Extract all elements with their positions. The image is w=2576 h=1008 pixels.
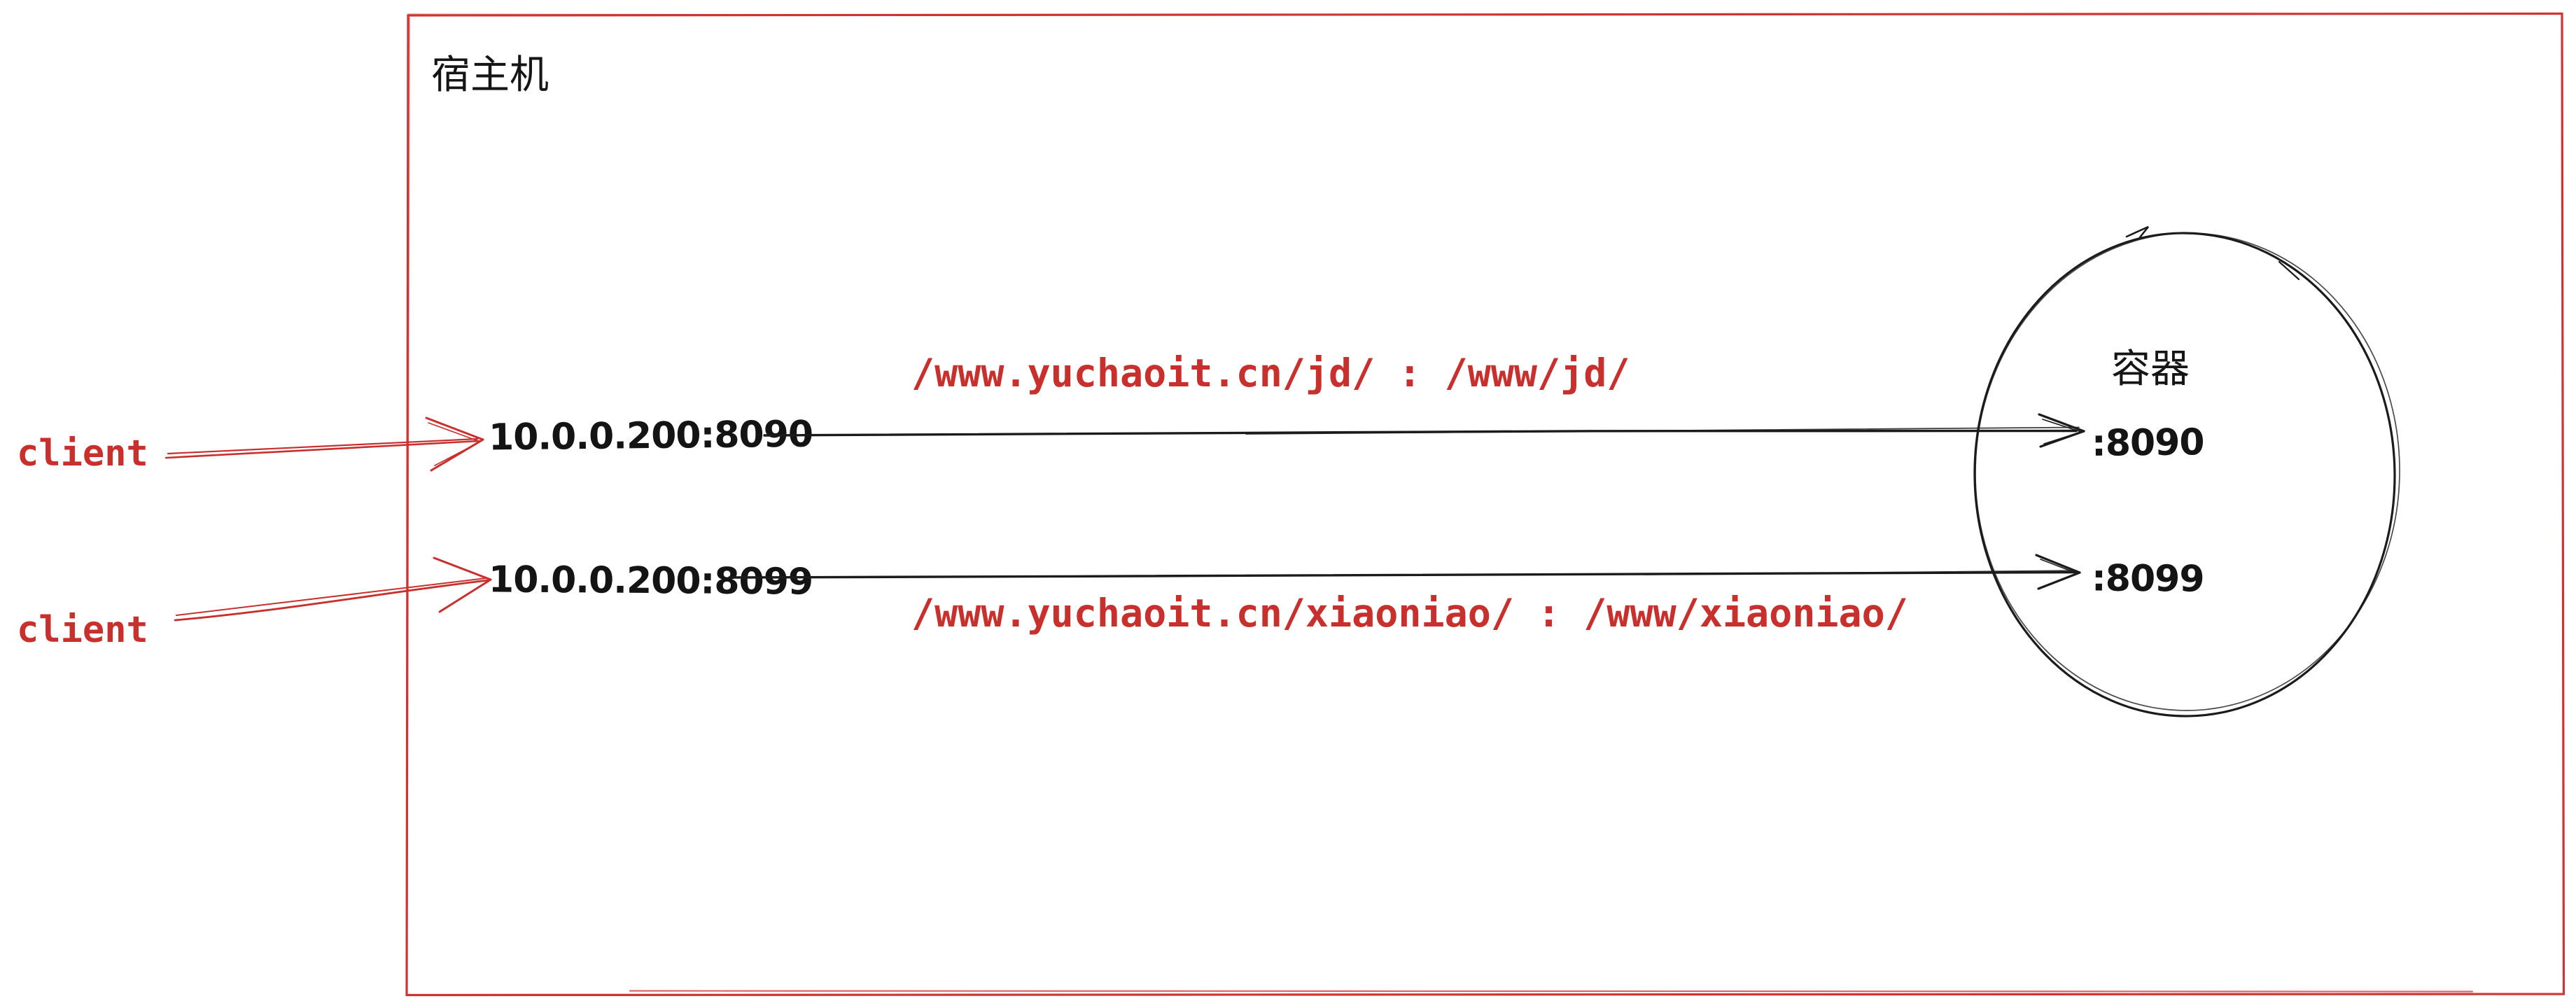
- container-label: 容器: [2111, 346, 2190, 392]
- client-label-1: client: [17, 433, 148, 475]
- volume-mapping-2: /www.yuchaoit.cn/xiaoniao/ : /www/xiaoni…: [911, 591, 1908, 636]
- container-circle: [1973, 225, 2400, 718]
- client-arrow-2: [174, 556, 492, 622]
- container-port-1: :8090: [2091, 421, 2204, 465]
- host-box-label: 宿主机: [431, 52, 549, 98]
- host-box-outline: [405, 12, 2566, 997]
- volume-mapping-1: /www.yuchaoit.cn/jd/ : /www/jd/: [911, 351, 1630, 396]
- port-arrow-8090: [763, 413, 2085, 448]
- host-endpoint-1: 10.0.0.200:8090: [488, 413, 813, 459]
- client-arrow-1: [164, 416, 484, 472]
- host-endpoint-2: 10.0.0.200:8099: [488, 559, 813, 603]
- client-label-2: client: [17, 609, 148, 651]
- container-port-2: :8099: [2091, 557, 2204, 601]
- port-arrow-8099: [728, 554, 2081, 590]
